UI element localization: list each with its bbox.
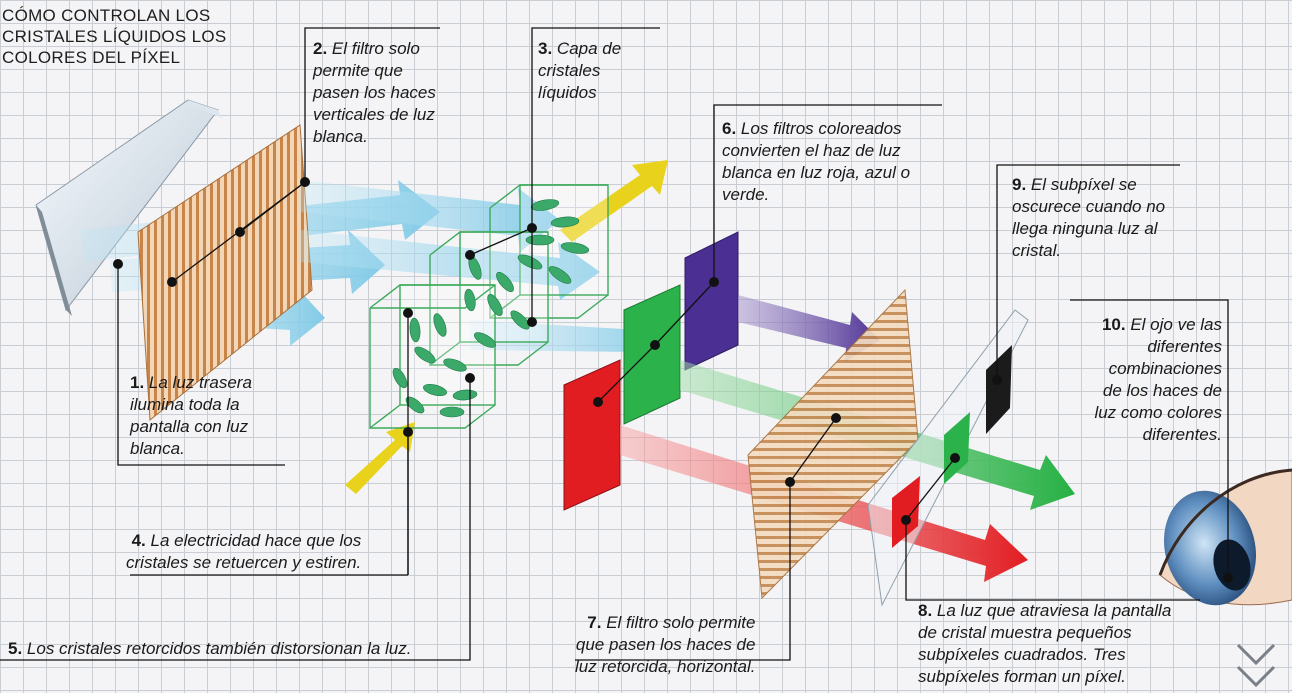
polarized-beams [300,180,675,368]
crystal-molecules [392,199,590,418]
caption-7: 7. El filtro solo permite que pasen los … [575,613,756,676]
caption-9: 9. El subpíxel se oscurece cuando no lle… [1012,175,1166,260]
caption-3: 3. Capa de cristales líquidos [538,39,622,102]
chevron-down-icon[interactable] [1234,639,1278,693]
backlight-panel [35,99,222,316]
glass-screen [867,309,1029,607]
caption-6: 6. Los filtros coloreados convierten el … [722,119,911,204]
diagram-title: CÓMO CONTROLAN LOS CRISTALES LÍQUIDOS LO… [2,6,227,67]
color-filters [563,231,739,511]
electricity-arrows [345,160,668,494]
eye-icon [1158,468,1292,606]
leader-dots [113,177,1233,583]
caption-2: 2. El filtro solo permite que pasen los … [313,39,436,146]
caption-8: 8. La luz que atraviesa la pantalla de c… [918,601,1172,686]
caption-10: 10. El ojo ve las diferentes combinacion… [1094,315,1222,444]
caption-4: 4. La electricidad hace que los cristale… [126,531,362,572]
vertical-filter [137,124,313,421]
caption-1: 1. La luz trasera ilumina toda la pantal… [130,373,252,458]
caption-5: 5. Los cristales retorcidos también dist… [8,639,412,658]
